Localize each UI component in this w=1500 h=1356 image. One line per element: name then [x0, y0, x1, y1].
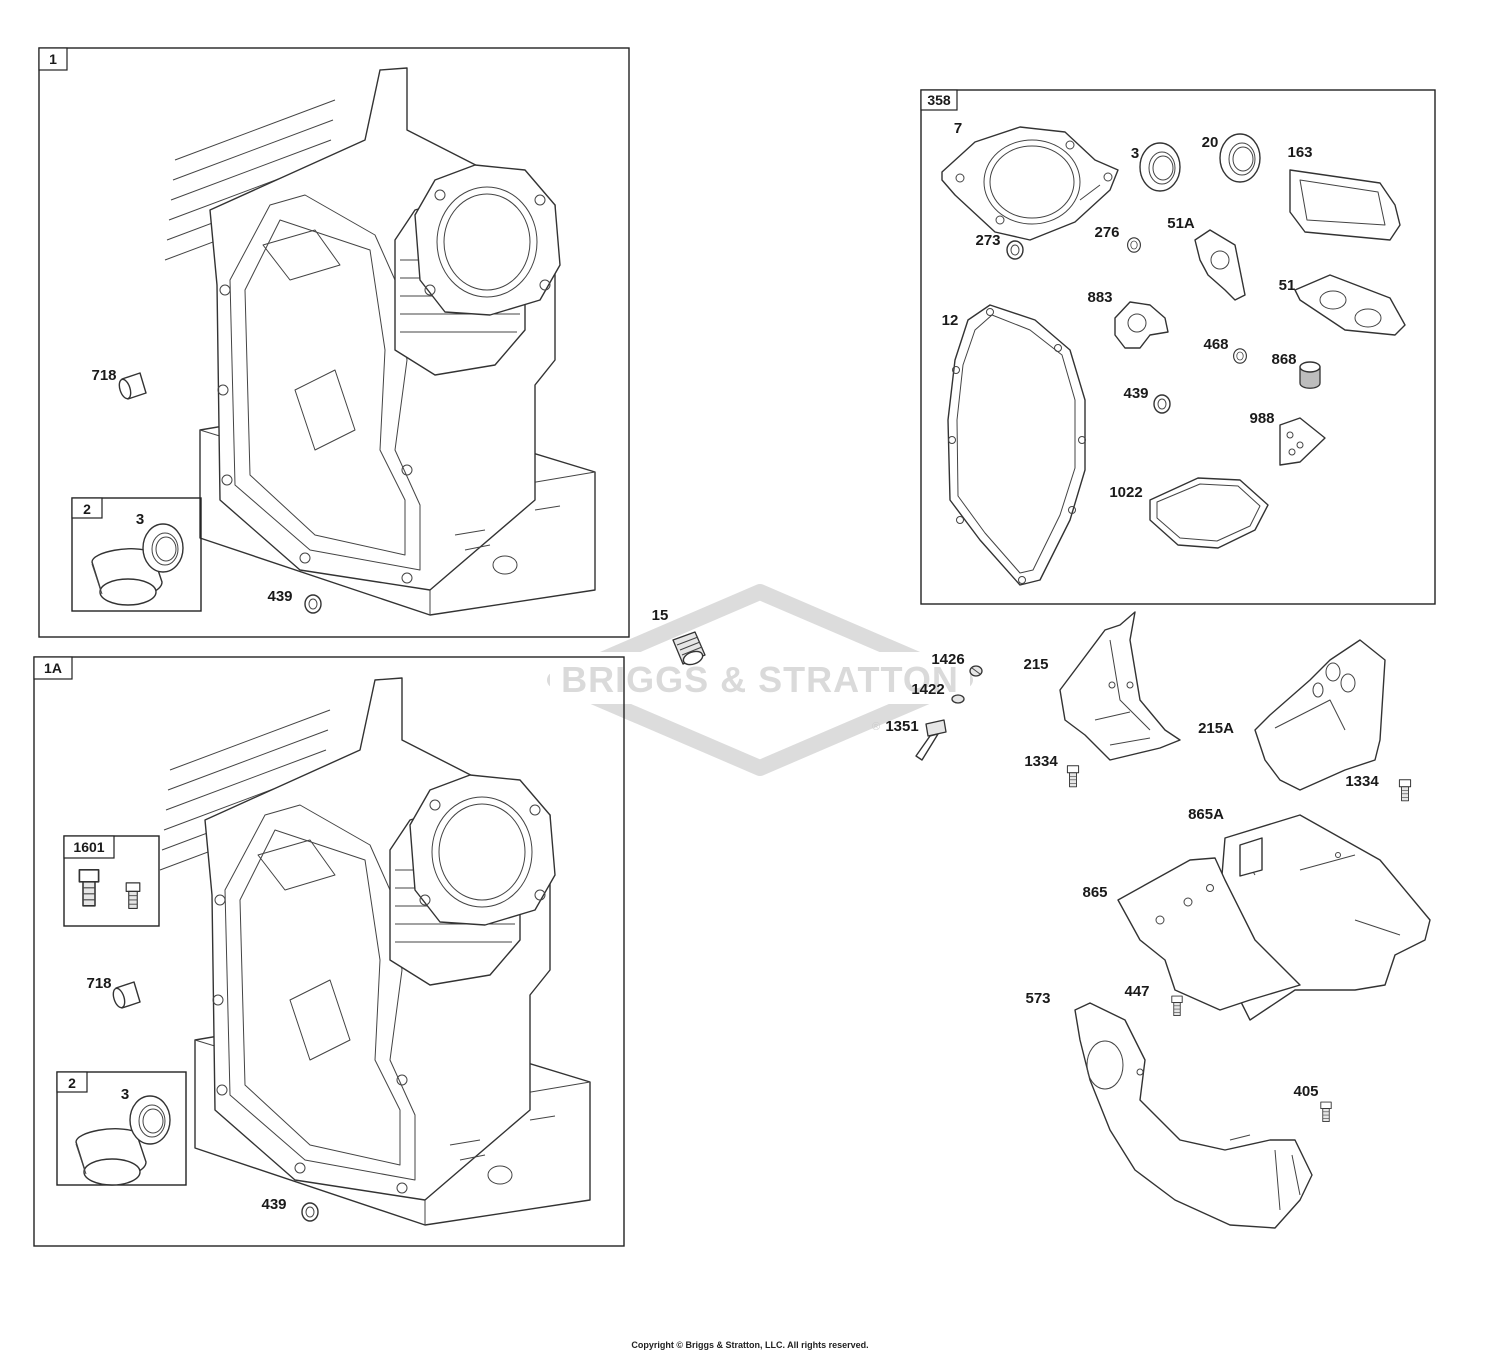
washer-439[interactable]: [301, 1202, 319, 1222]
part-883-label[interactable]: 883: [1087, 289, 1112, 306]
watermark-registered: ®: [872, 721, 880, 733]
part-20-label[interactable]: 20: [1202, 134, 1219, 151]
group-1a-sub-2-tag-box: [56, 1071, 88, 1093]
part-1334-label[interactable]: 1334: [1345, 773, 1379, 790]
group-358-tag-box: [920, 89, 958, 111]
shroud-865[interactable]: [1117, 857, 1301, 1011]
flange-bolt[interactable]: [78, 868, 100, 907]
valve-seal-868[interactable]: [1299, 361, 1321, 389]
oil-seal-3[interactable]: [142, 523, 184, 573]
group-1a-sub-1601-tag[interactable]: 1601: [73, 839, 104, 855]
bracket-215A[interactable]: [1254, 639, 1386, 791]
group-1: 1 718 439 2 3: [38, 47, 630, 638]
oil-seal-3[interactable]: [129, 1095, 171, 1145]
group-358-tag[interactable]: 358: [927, 92, 951, 108]
dowel-pin-718[interactable]: [116, 372, 147, 401]
shield-215[interactable]: [1059, 611, 1181, 761]
crankcase-assembly[interactable]: [159, 677, 591, 1226]
crankcase-gasket-12[interactable]: [947, 304, 1086, 586]
bolt-1334[interactable]: [1066, 765, 1080, 788]
group-1-frame: [38, 47, 630, 638]
group-1a-sub-2-frame: [56, 1071, 187, 1186]
part-718-label[interactable]: 718: [91, 367, 116, 384]
part-405-label[interactable]: 405: [1293, 1083, 1318, 1100]
part-718-label[interactable]: 718: [86, 975, 111, 992]
part-468-label[interactable]: 468: [1203, 336, 1228, 353]
copyright-notice: Copyright © Briggs & Stratton, LLC. All …: [631, 1340, 869, 1350]
part-1422-label[interactable]: 1422: [911, 681, 944, 698]
washer-276[interactable]: [1127, 237, 1141, 253]
part-573-label[interactable]: 573: [1025, 990, 1050, 1007]
part-3-label[interactable]: 3: [121, 1086, 129, 1103]
oil-seal-20[interactable]: [1219, 133, 1261, 183]
group-358: 358 7 3 20 163 273 276 51A 51: [920, 89, 1436, 605]
part-3-label[interactable]: 3: [1131, 145, 1139, 162]
washer-439[interactable]: [1153, 394, 1171, 414]
group-1-sub-2-frame: [71, 497, 202, 612]
part-12-label[interactable]: 12: [942, 312, 959, 329]
fitting-1426[interactable]: [969, 665, 983, 677]
group-1a-tag[interactable]: 1A: [44, 660, 62, 676]
fitting-1422[interactable]: [951, 694, 965, 704]
shroud-573[interactable]: [1074, 1002, 1313, 1229]
group-1-sub-2-tag[interactable]: 2: [83, 501, 91, 517]
gasket-988[interactable]: [1279, 417, 1326, 466]
group-1-tag[interactable]: 1: [49, 51, 57, 67]
head-gasket-7[interactable]: [941, 126, 1119, 241]
group-1a-sub-1601-tag-box: [63, 835, 115, 859]
dowel-pin-718[interactable]: [110, 981, 141, 1010]
gasket-51A[interactable]: [1194, 229, 1246, 301]
part-7-label[interactable]: 7: [954, 120, 962, 137]
part-865-label[interactable]: 865: [1082, 884, 1107, 901]
gasket-163[interactable]: [1289, 169, 1401, 241]
part-15-label[interactable]: 15: [652, 607, 669, 624]
washer-439[interactable]: [304, 594, 322, 614]
breather-filter-15[interactable]: [672, 631, 706, 667]
part-1426-label[interactable]: 1426: [931, 651, 964, 668]
part-439-label[interactable]: 439: [1123, 385, 1148, 402]
part-1351-label[interactable]: 1351: [885, 718, 918, 735]
stud-1351[interactable]: [915, 719, 947, 761]
washer-273[interactable]: [1006, 240, 1024, 260]
part-439-label[interactable]: 439: [261, 1196, 286, 1213]
part-1334-label[interactable]: 1334: [1024, 753, 1058, 770]
group-358-frame: [920, 89, 1436, 605]
group-1-sub-2-tag-box: [71, 497, 103, 519]
part-988-label[interactable]: 988: [1249, 410, 1274, 427]
part-865A-label[interactable]: 865A: [1188, 806, 1224, 823]
group-1a-frame: [33, 656, 625, 1247]
group-1-tag-box: [38, 47, 68, 71]
flange-bolt-small[interactable]: [125, 882, 141, 909]
part-447-label[interactable]: 447: [1124, 983, 1149, 1000]
part-215A-label[interactable]: 215A: [1198, 720, 1234, 737]
part-868-label[interactable]: 868: [1271, 351, 1296, 368]
part-215-label[interactable]: 215: [1023, 656, 1048, 673]
part-276-label[interactable]: 276: [1094, 224, 1119, 241]
part-51-label[interactable]: 51: [1279, 277, 1296, 294]
part-273-label[interactable]: 273: [975, 232, 1000, 249]
gasket-51[interactable]: [1294, 274, 1406, 336]
part-163-label[interactable]: 163: [1287, 144, 1312, 161]
part-51A-label[interactable]: 51A: [1167, 215, 1195, 232]
brand-watermark: BRIGGS & STRATTON ®: [547, 584, 973, 776]
bolt-1334[interactable]: [1398, 779, 1412, 802]
part-439-label[interactable]: 439: [267, 588, 292, 605]
oil-seal-3[interactable]: [1139, 142, 1181, 192]
group-1a: 1A 1601 718 439 2 3: [33, 656, 625, 1247]
group-1a-sub-2-tag[interactable]: 2: [68, 1075, 76, 1091]
bolt-447[interactable]: [1171, 995, 1183, 1017]
gasket-883[interactable]: [1114, 301, 1169, 349]
part-1022-label[interactable]: 1022: [1109, 484, 1142, 501]
crankcase-assembly[interactable]: [164, 67, 596, 616]
watermark-text: BRIGGS & STRATTON: [561, 659, 959, 700]
loose-parts: 15 1426 1422 1351 215 1334: [652, 607, 1431, 1229]
washer-468[interactable]: [1233, 348, 1247, 364]
bolt-405[interactable]: [1320, 1101, 1332, 1123]
group-1a-tag-box: [33, 656, 73, 680]
part-3-label[interactable]: 3: [136, 511, 144, 528]
gasket-1022[interactable]: [1149, 477, 1269, 549]
